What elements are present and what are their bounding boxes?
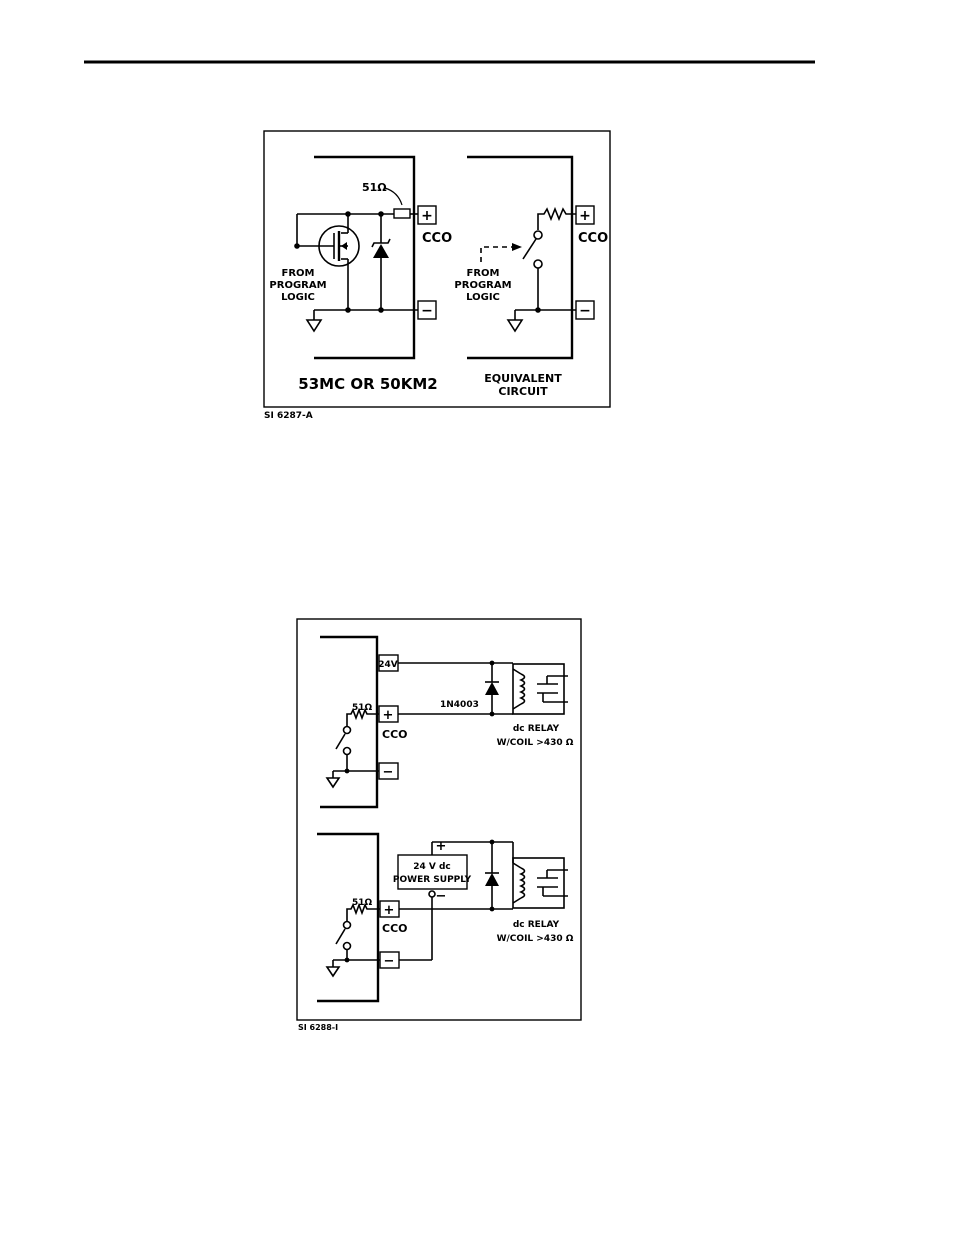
relay-circuit-internal-supply: 24V + CCO − 51Ω [320,637,574,807]
relay-circuit-external-supply: + CCO − 51Ω 24 V dc POWER SUPPLY + − [317,834,574,1001]
svg-text:PROGRAM: PROGRAM [454,280,511,291]
svg-text:PROGRAM: PROGRAM [269,280,326,291]
svg-text:W/COIL >430 Ω: W/COIL >430 Ω [497,738,574,748]
resistor-icon-lower [347,905,380,921]
svg-text:CCO: CCO [578,231,608,246]
svg-text:EQUIVALENT: EQUIVALENT [484,372,562,385]
svg-text:+: + [421,208,433,224]
svg-text:CIRCUIT: CIRCUIT [498,385,548,398]
relay-icon-upper [513,664,568,714]
relay-icon-lower [513,842,568,908]
eq-resistor-icon [538,209,576,230]
svg-text:24V: 24V [378,660,398,670]
svg-text:51Ω: 51Ω [352,898,373,908]
ground-icon-upper [327,778,339,787]
svg-text:−: − [579,303,591,319]
svg-text:CCO: CCO [382,728,408,741]
svg-text:−: − [384,954,395,969]
svg-text:24 V dc: 24 V dc [413,862,451,872]
svg-text:51Ω: 51Ω [352,703,373,713]
svg-text:+: + [383,708,394,723]
svg-text:CCO: CCO [422,231,452,246]
figure-1-id: SI 6287-A [264,411,313,421]
ground-icon-lower [327,967,339,976]
svg-text:CCO: CCO [382,922,408,935]
svg-text:51Ω: 51Ω [362,181,387,194]
svg-text:W/COIL >430 Ω: W/COIL >430 Ω [497,934,574,944]
svg-text:+: + [384,903,395,918]
svg-text:POWER SUPPLY: POWER SUPPLY [393,875,472,885]
diode-icon-lower [485,842,499,909]
figure-2-id: SI 6288-I [298,1023,338,1032]
figure-1: + CCO − 51Ω [264,131,610,421]
svg-text:LOGIC: LOGIC [466,292,500,303]
figure-2: 24V + CCO − 51Ω [297,619,581,1032]
module-53mc: + CCO − 51Ω [269,157,452,393]
switch-icon [523,231,542,310]
svg-text:FROM: FROM [467,268,500,279]
svg-text:−: − [383,765,394,780]
svg-text:FROM: FROM [282,268,315,279]
diode-1n4003-icon [485,663,499,714]
eq-ground-icon [508,320,522,331]
svg-text:+: + [579,208,591,224]
equivalent-circuit: + CCO − FROM PROGRAM LOGIC EQUIV [454,157,608,398]
svg-text:−: − [421,303,433,319]
zener-diode-icon [372,214,390,310]
resistor-51-ohm [394,209,410,218]
svg-text:−: − [436,889,447,904]
caption-53mc: 53MC OR 50KM2 [298,375,437,393]
figure-1-frame [264,131,610,407]
svg-text:dc RELAY: dc RELAY [513,724,560,734]
svg-text:1N4003: 1N4003 [440,700,479,710]
svg-text:dc RELAY: dc RELAY [513,920,560,930]
svg-text:LOGIC: LOGIC [281,292,315,303]
ground-icon [307,320,321,331]
